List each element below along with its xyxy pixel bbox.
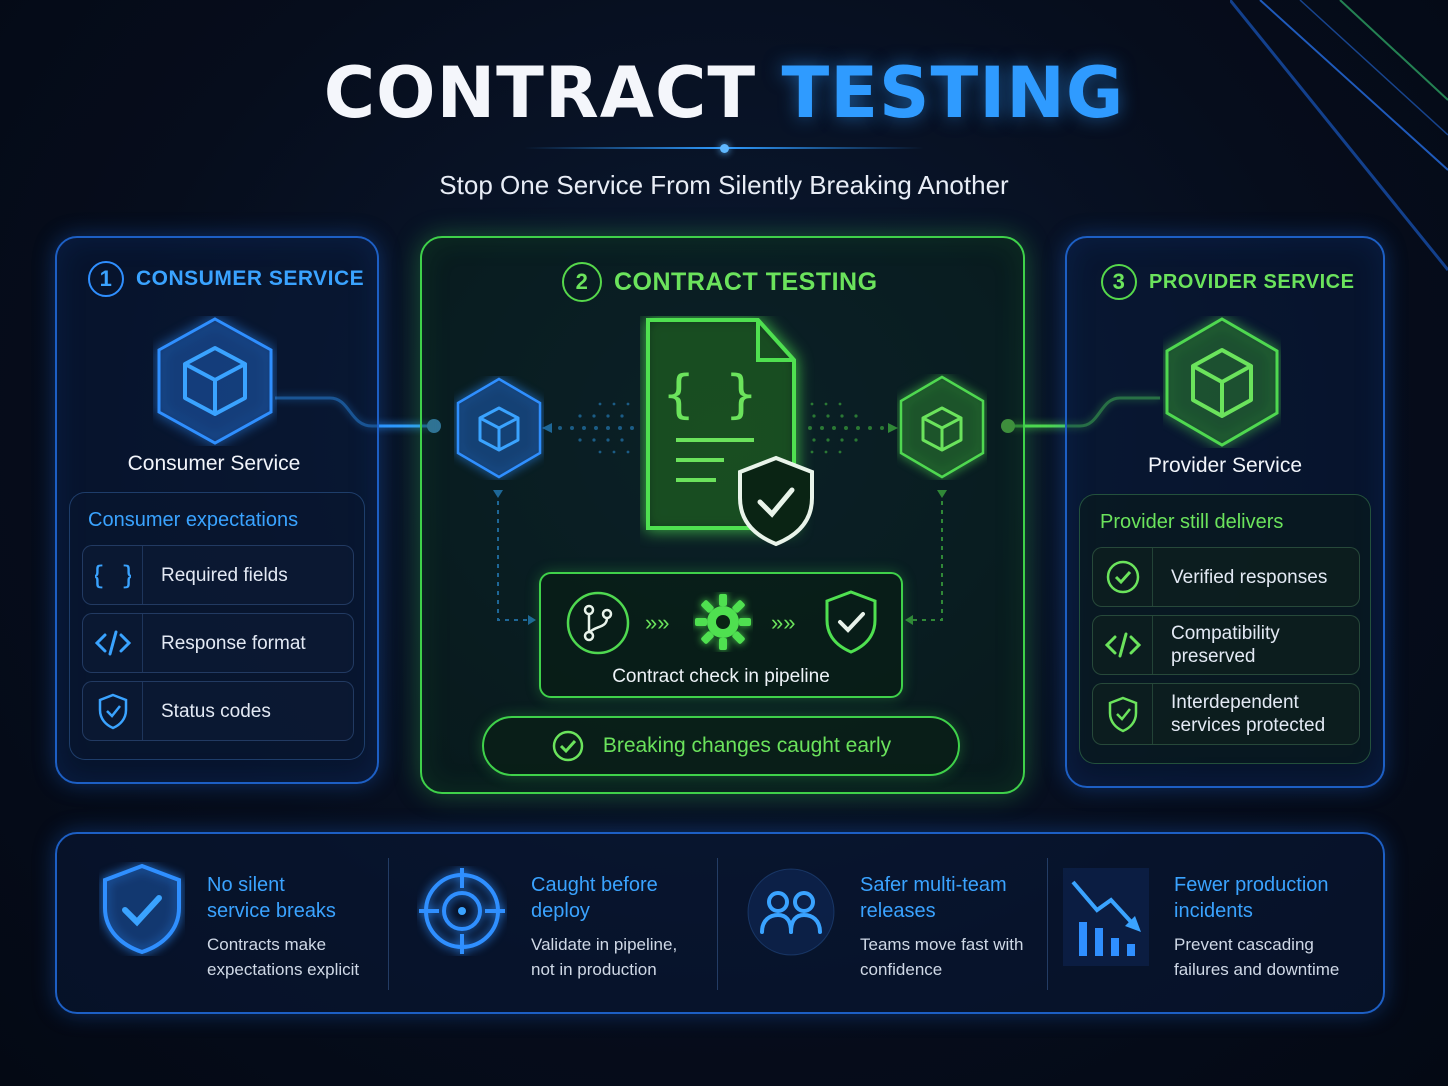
step-number-3: 3 <box>1101 264 1137 300</box>
consumer-panel: 1 CONSUMER SERVICE Consumer Service Cons… <box>55 236 379 784</box>
arrows-icon: »» <box>645 610 670 635</box>
expectation-label: Required fields <box>161 564 288 586</box>
consumer-expectations-title: Consumer expectations <box>88 509 299 531</box>
expectation-label: Response format <box>161 632 306 654</box>
corner-streaks <box>1230 0 1448 271</box>
consumer-service-label: Consumer Service <box>127 452 301 475</box>
step-number-2: 2 <box>562 262 602 302</box>
page-subtitle: Stop One Service From Silently Breaking … <box>439 170 1009 200</box>
divider <box>388 858 389 990</box>
title-part-2: TESTING <box>781 52 1125 134</box>
check-circle-icon <box>552 730 584 762</box>
provider-heading-text: PROVIDER SERVICE <box>1149 270 1355 293</box>
svg-text:{ }: { } <box>95 561 131 591</box>
result-text: Breaking changes caught early <box>602 734 892 757</box>
list-item: Status codes <box>82 681 354 741</box>
code-icon <box>1104 632 1141 658</box>
cube-hexagon-icon <box>157 317 273 445</box>
provider-cube-small-icon <box>899 375 985 479</box>
check-circle-icon <box>1106 560 1139 594</box>
consumer-expectations-box: Consumer expectations { } Required field… <box>69 492 365 760</box>
shield-check-icon <box>98 693 127 730</box>
consumer-heading: 1 CONSUMER SERVICE <box>88 261 364 297</box>
target-icon <box>419 868 505 954</box>
benefit-text: Validate in pipeline,not in production <box>531 935 678 979</box>
svg-text:{ }: { } <box>663 365 757 425</box>
code-icon <box>94 630 131 656</box>
arrows-icon: »» <box>771 610 796 635</box>
deliverable-label: Verified responses <box>1171 566 1328 588</box>
contract-heading-text: CONTRACT TESTING <box>614 267 878 296</box>
cube-hexagon-icon <box>1165 317 1279 447</box>
divider <box>717 858 718 990</box>
provider-delivers-title: Provider still delivers <box>1100 511 1284 533</box>
shield-check-icon <box>103 863 181 955</box>
team-icon <box>747 868 835 956</box>
list-item: Verified responses <box>1092 547 1360 607</box>
consumer-heading-text: CONSUMER SERVICE <box>136 267 365 290</box>
gear-icon <box>695 594 751 650</box>
declining-chart-icon <box>1063 868 1149 966</box>
provider-heading: 3 PROVIDER SERVICE <box>1101 264 1354 300</box>
contract-heading: 2 CONTRACT TESTING <box>562 262 878 302</box>
shield-check-icon <box>825 590 877 654</box>
consumer-cube-small-icon <box>456 377 542 479</box>
provider-service-label: Provider Service <box>1147 454 1303 477</box>
divider <box>1047 858 1048 990</box>
list-item: { } Required fields <box>82 545 354 605</box>
step-number-1: 1 <box>88 261 124 297</box>
braces-icon: { } <box>95 561 131 591</box>
page-title: CONTRACT TESTING <box>0 52 1448 134</box>
title-part-1: CONTRACT <box>323 52 757 134</box>
git-branch-icon <box>566 591 630 655</box>
shield-check-icon <box>1108 696 1137 733</box>
result-pill: Breaking changes caught early <box>482 716 960 776</box>
provider-delivers-box: Provider still delivers Verified respons… <box>1079 494 1371 764</box>
title-divider-dot <box>720 144 729 153</box>
contract-document-icon: { } <box>646 318 814 547</box>
list-item: Response format <box>82 613 354 673</box>
pipeline-box: »» »» Contract check in pipeline <box>539 572 903 698</box>
pipeline-label: Contract check in pipeline <box>612 666 830 687</box>
provider-panel: 3 PROVIDER SERVICE Provider Service Prov… <box>1065 236 1385 788</box>
expectation-label: Status codes <box>161 700 271 722</box>
